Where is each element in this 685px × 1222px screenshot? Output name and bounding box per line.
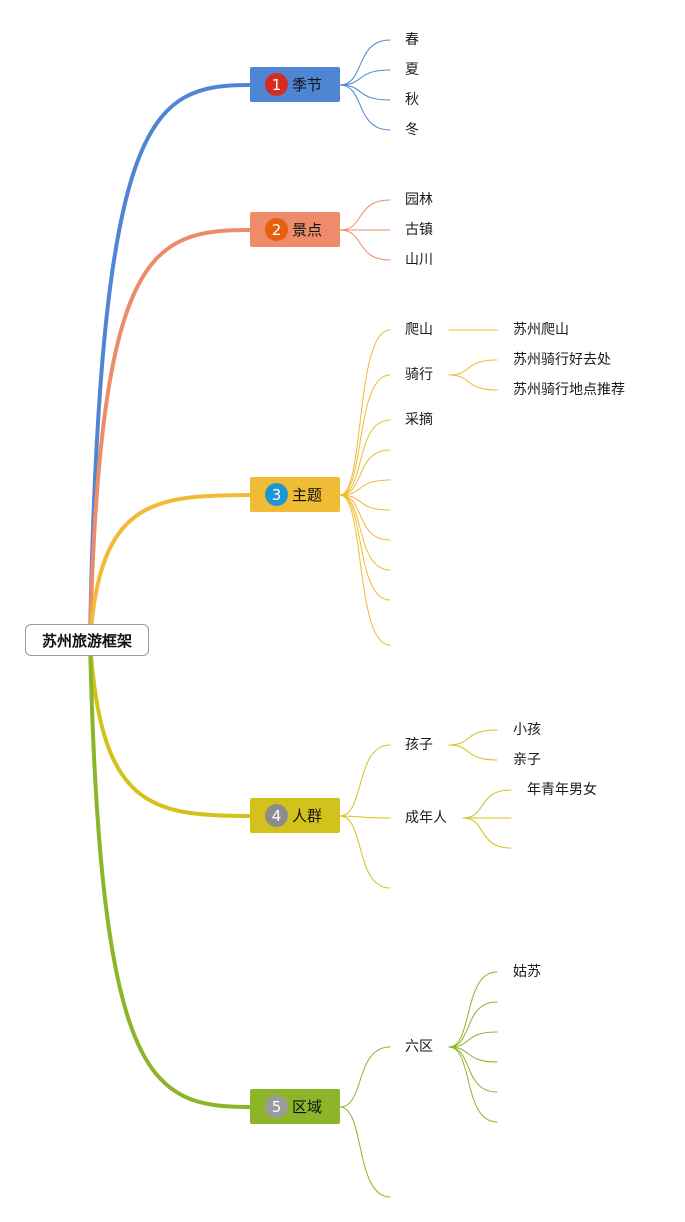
cycling-subconnector [448,374,498,391]
districts-subconnector [448,1046,498,1093]
branch-number-badge: 5 [265,1095,288,1118]
theme-connector [339,494,391,541]
topic-hiking[interactable]: 爬山 [405,322,433,338]
root-branch-connector [88,228,252,642]
theme-connector [339,329,391,496]
branch-label: 季节 [292,76,323,94]
adults-subconnector [462,789,512,819]
branch-label: 主题 [292,486,323,504]
theme-connector [339,494,391,646]
attraction-connector [339,229,391,261]
crowd-connector [339,744,391,817]
cycling-subconnector [448,359,498,376]
branch-number-badge: 1 [265,73,288,96]
subtopic-family[interactable]: 亲子 [513,752,541,768]
districts-subconnector [448,1031,498,1048]
topic-picking[interactable]: 采摘 [405,412,433,428]
root-branch-connector [88,638,252,818]
topic-cycling[interactable]: 骑行 [405,367,433,383]
topic-summer[interactable]: 夏 [405,62,419,78]
theme-connector [339,479,391,496]
season-connector [339,39,391,86]
branch-label: 区域 [292,1098,323,1116]
branch-node-attractions[interactable]: 2 景点 [250,212,340,247]
theme-connector [339,449,391,496]
districts-subconnector [448,1046,498,1063]
region-connector [339,1046,391,1108]
root-node[interactable]: 苏州旅游框架 [25,624,149,656]
branch-label: 景点 [292,221,323,239]
branch-number-badge: 3 [265,483,288,506]
branch-node-crowds[interactable]: 4 人群 [250,798,340,833]
branch-number-badge: 2 [265,218,288,241]
topic-mountains-rivers[interactable]: 山川 [405,252,433,268]
season-connector [339,84,391,101]
adults-subconnector [462,817,512,849]
season-connector [339,69,391,86]
children-subconnector [448,744,498,761]
root-branch-connector [88,83,252,642]
root-branch-connector [88,493,252,642]
branch-number-badge: 4 [265,804,288,827]
theme-connector [339,374,391,496]
districts-subconnector [448,1001,498,1048]
theme-connector [339,494,391,511]
topic-spring[interactable]: 春 [405,32,419,48]
subtopic-cycling-recommend[interactable]: 苏州骑行地点推荐 [513,382,625,398]
attraction-connector [339,199,391,231]
subtopic-suzhou-hiking[interactable]: 苏州爬山 [513,322,569,338]
topic-winter[interactable]: 冬 [405,122,419,138]
districts-subconnector [448,971,498,1048]
branch-node-regions[interactable]: 5 区域 [250,1089,340,1124]
topic-ancient-towns[interactable]: 古镇 [405,222,433,238]
branch-node-seasons[interactable]: 1 季节 [250,67,340,102]
topic-gardens[interactable]: 园林 [405,192,433,208]
theme-connector [339,419,391,496]
subtopic-kids[interactable]: 小孩 [513,722,541,738]
subtopic-gusu[interactable]: 姑苏 [513,964,541,980]
crowd-connector [339,815,391,889]
topic-adults[interactable]: 成年人 [405,810,447,826]
region-connector [339,1106,391,1198]
subtopic-young-adults[interactable]: 年青年男女 [527,782,597,798]
branch-node-themes[interactable]: 3 主题 [250,477,340,512]
topic-autumn[interactable]: 秋 [405,92,419,108]
topic-six-districts[interactable]: 六区 [405,1039,433,1055]
root-branch-connector [88,638,252,1109]
theme-connector [339,494,391,571]
topic-children[interactable]: 孩子 [405,737,433,753]
crowd-connector [339,815,391,819]
branch-label: 人群 [292,807,323,825]
theme-connector [339,494,391,601]
districts-subconnector [448,1046,498,1123]
season-connector [339,84,391,131]
subtopic-cycling-places[interactable]: 苏州骑行好去处 [513,352,611,368]
children-subconnector [448,729,498,746]
